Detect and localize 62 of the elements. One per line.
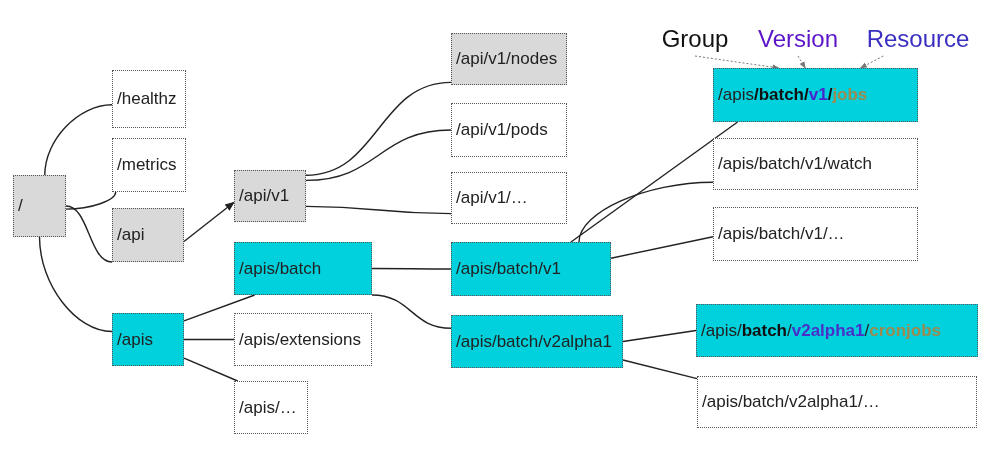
path-box <box>451 242 611 296</box>
path-box <box>112 70 186 128</box>
path-box <box>234 242 372 295</box>
path-text: /metrics <box>117 155 177 175</box>
connector-line <box>570 121 739 243</box>
label-text: Group <box>661 25 729 53</box>
path-box <box>697 376 977 428</box>
connector-line <box>305 205 452 215</box>
path-text: /api/v1 <box>239 186 290 206</box>
path-text: /apis/batch/v1/jobs <box>718 85 868 105</box>
path-box <box>713 138 918 190</box>
leader-arrow <box>694 55 780 70</box>
path-text: /apis/extensions <box>239 329 361 350</box>
arrow <box>183 201 235 243</box>
path-box <box>451 33 567 85</box>
path-text: /api <box>117 225 145 245</box>
path-text: /apis/batch/v2alpha1/cronjobs <box>701 320 941 341</box>
connector-line <box>578 181 714 243</box>
connector-line <box>610 236 714 259</box>
connector-line <box>183 294 256 322</box>
path-box <box>451 172 567 224</box>
path-box <box>112 313 184 366</box>
path-box <box>13 175 66 237</box>
connector-line <box>622 329 697 343</box>
path-text: /api/v1/pods <box>456 120 548 140</box>
path-box <box>451 103 567 157</box>
path-box <box>112 208 184 262</box>
path-text: /apis/… <box>239 397 297 418</box>
path-box <box>696 304 978 357</box>
connector-line <box>65 205 113 263</box>
path-text: /api/v1/nodes <box>456 49 558 69</box>
connector-line <box>305 129 452 182</box>
path-box <box>112 138 186 192</box>
connector-line <box>371 267 452 270</box>
connector-line <box>44 104 113 176</box>
connector-line <box>622 359 698 380</box>
path-text: /apis/batch <box>239 258 322 279</box>
path-box <box>234 381 308 434</box>
path-box <box>713 68 918 122</box>
path-text: /apis <box>117 329 153 350</box>
connector-line <box>305 81 452 176</box>
connector-line <box>371 294 452 329</box>
leader-arrow <box>797 55 806 69</box>
path-box <box>451 315 623 368</box>
path-box <box>713 207 918 261</box>
path-text: /apis/batch/v1/watch <box>718 154 873 174</box>
leader-arrow <box>860 55 884 69</box>
connector-line <box>183 357 239 382</box>
path-text: / <box>18 196 23 216</box>
path-text: /apis/batch/v1 <box>456 259 561 279</box>
path-text: /api/v1/… <box>456 188 528 208</box>
path-text: /healthz <box>117 89 177 109</box>
connector-line <box>65 191 117 210</box>
connector-line <box>38 236 113 333</box>
path-box <box>234 170 306 222</box>
path-text: /apis/batch/v1/… <box>718 224 845 244</box>
connector-line <box>183 338 235 341</box>
path-text: /apis/batch/v2alpha1 <box>456 331 612 352</box>
path-text: /apis/batch/v2alpha1/… <box>702 392 880 412</box>
path-box <box>234 313 372 366</box>
label-text: Version <box>757 25 839 53</box>
label-text: Resource <box>866 25 970 53</box>
